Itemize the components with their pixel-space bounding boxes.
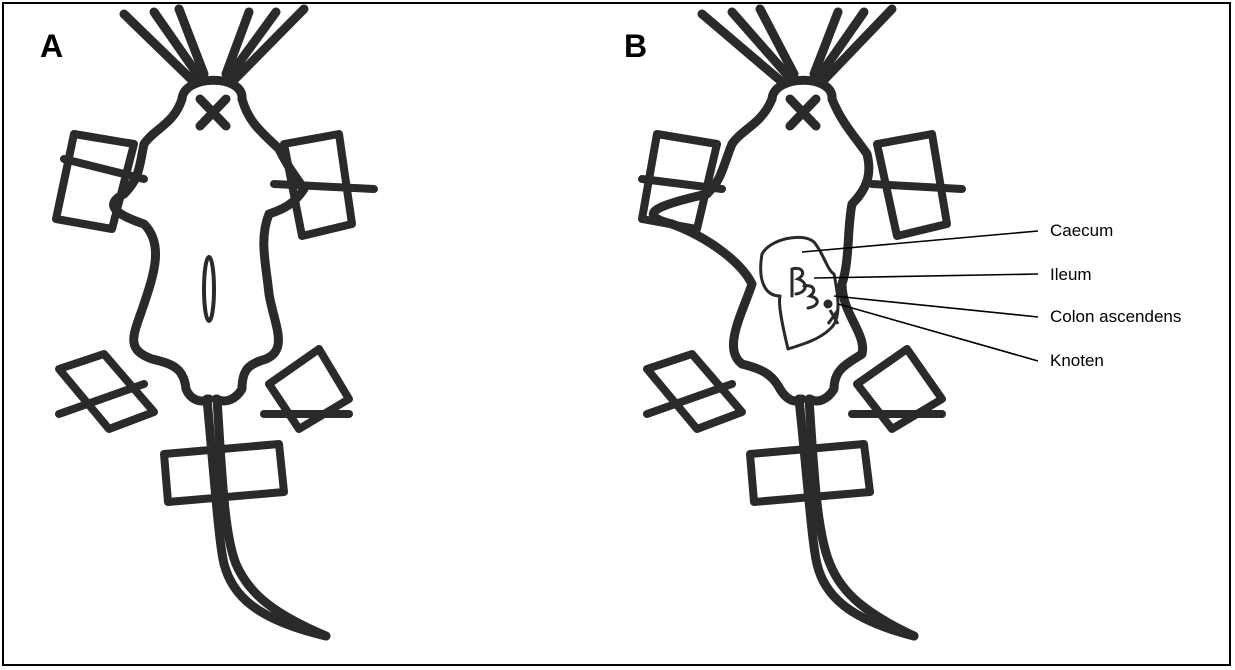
tape-left-hind (647, 354, 742, 429)
tail-line (217, 399, 326, 636)
mouse-drawing-a (4, 4, 602, 666)
snout-cross (790, 99, 816, 126)
callout-line-colon (834, 296, 1038, 317)
callout-label-colon: Colon ascendens (1050, 307, 1181, 327)
head-outline (772, 80, 832, 99)
callout-line-knot (838, 304, 1038, 361)
mouse-drawing-b (602, 4, 1231, 666)
callout-label-knot: Knoten (1050, 351, 1104, 371)
head-outline (182, 80, 242, 99)
panel-letter-b: B (624, 30, 647, 62)
tape-left-hind (59, 354, 154, 429)
callout-label-caecum: Caecum (1050, 221, 1113, 241)
panel-letter-a: A (40, 30, 63, 62)
panel-b: B Caecum Ileum Colon ascendens Knoten (602, 4, 1231, 666)
incision (204, 257, 214, 321)
panel-a: A (4, 4, 602, 666)
callout-label-ileum: Ileum (1050, 265, 1092, 285)
knot-dot (824, 300, 833, 309)
callout-lines (802, 231, 1038, 361)
snout-cross (200, 99, 226, 126)
